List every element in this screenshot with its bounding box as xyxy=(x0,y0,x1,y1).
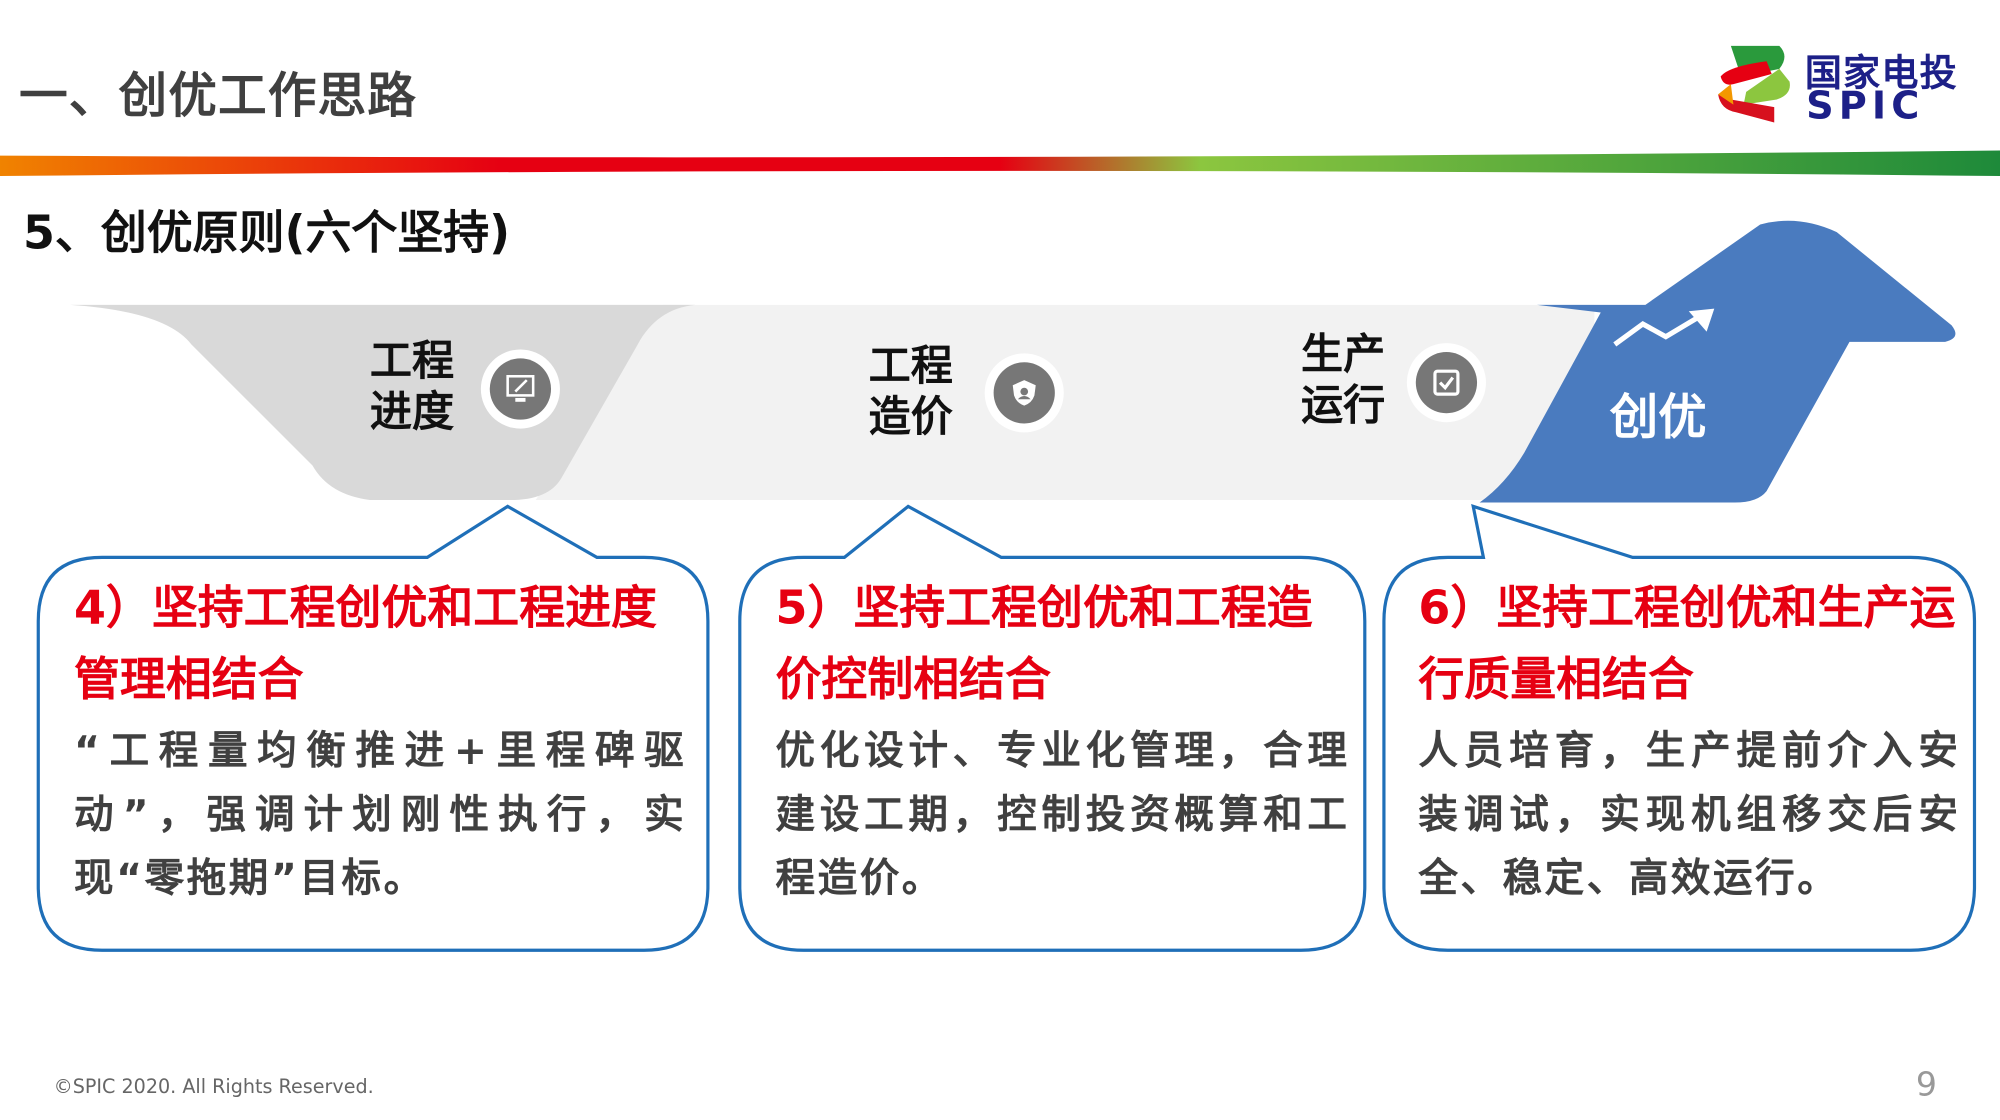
principle-box-cost: 5）坚持工程创优和工程造价控制相结合 优化设计、专业化管理，合理建设工期，控制投… xyxy=(776,574,1350,911)
principle-box-schedule: 4）坚持工程创优和工程进度管理相结合 “工程量均衡推进+里程碑驱动”，强调计划刚… xyxy=(74,574,686,911)
box-heading: 5）坚持工程创优和工程造价控制相结合 xyxy=(775,582,1313,707)
box-body: 优化设计、专业化管理，合理建设工期，控制投资概算和工程造价。 xyxy=(775,728,1350,902)
step-label: 生产 xyxy=(1301,329,1386,379)
step-operation: 生产 运行 xyxy=(1301,329,1393,431)
trend-up-icon xyxy=(1613,308,1715,347)
step-cost: 工程 造价 xyxy=(869,341,961,443)
header-gradient-bar xyxy=(0,150,2000,177)
logo-text-en: SPIC xyxy=(1806,84,1925,129)
goal-arrow xyxy=(1479,220,1956,503)
box-heading: 6）坚持工程创优和生产运行质量相结合 xyxy=(1418,582,1956,707)
shield-user-icon xyxy=(984,353,1064,433)
step-label: 进度 xyxy=(369,386,455,437)
box-body: “工程量均衡推进+里程碑驱动”，强调计划刚性执行，实现“零拖期”目标。 xyxy=(73,728,687,902)
page-number: 9 xyxy=(1915,1066,1937,1105)
checkbox-icon xyxy=(1406,343,1486,423)
principle-box-operation: 6）坚持工程创优和生产运行质量相结合 人员培育，生产提前介入安装调试，实现机组移… xyxy=(1418,574,1960,911)
step-label: 运行 xyxy=(1301,380,1386,430)
page-title: 一、创优工作思路 xyxy=(19,67,418,124)
logo-text-cn: 国家电投 xyxy=(1804,51,1958,95)
monitor-edit-icon xyxy=(480,349,560,429)
step-label: 工程 xyxy=(868,340,953,391)
section-subtitle: 5、创优原则(六个坚持) xyxy=(22,207,511,261)
callout-boxes xyxy=(36,504,1977,952)
step-label: 工程 xyxy=(369,335,455,386)
spic-logo-mark xyxy=(1716,38,1795,135)
step-label: 造价 xyxy=(868,391,953,442)
copyright: ©SPIC 2020. All Rights Reserved. xyxy=(53,1075,374,1099)
step-schedule: 工程 进度 xyxy=(370,335,462,437)
box-heading: 4）坚持工程创优和工程进度管理相结合 xyxy=(73,582,657,707)
box-body: 人员培育，生产提前介入安装调试，实现机组移交后安全、稳定、高效运行。 xyxy=(1418,728,1961,902)
goal-label: 创优 xyxy=(1609,389,1707,446)
